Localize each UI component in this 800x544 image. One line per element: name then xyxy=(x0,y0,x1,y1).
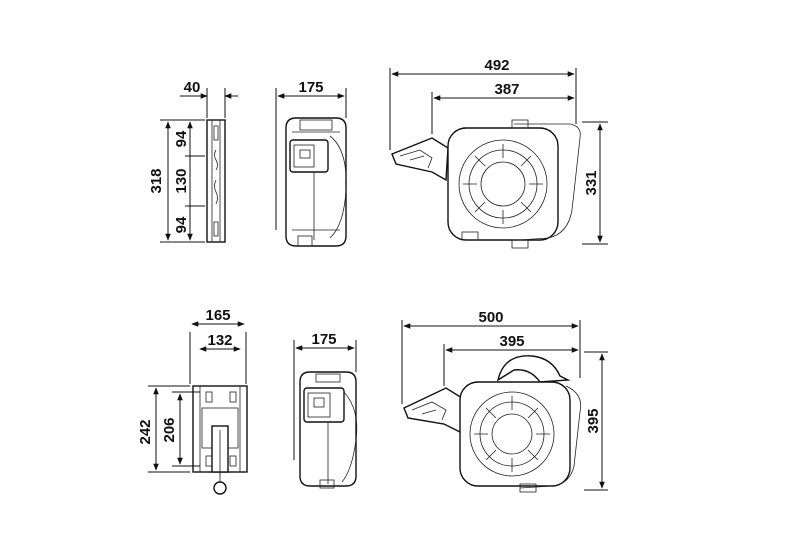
reel-side-view-top xyxy=(389,68,608,249)
dimension-94-top: 94 xyxy=(173,130,190,147)
dimension-132: 132 xyxy=(207,332,232,349)
dimension-242: 242 xyxy=(137,419,154,444)
bracket-front-view-bottom xyxy=(148,332,248,495)
reel-front-view-bottom xyxy=(293,340,358,489)
dimension-387: 387 xyxy=(494,81,519,98)
dimension-318: 318 xyxy=(148,168,165,193)
dimension-206: 206 xyxy=(161,417,178,442)
dimension-40: 40 xyxy=(184,79,201,96)
dimension-94-bottom: 94 xyxy=(173,216,190,233)
dimension-331: 331 xyxy=(583,170,600,195)
dimension-175-bottom: 175 xyxy=(311,331,336,348)
reel-front-view-top xyxy=(275,88,347,247)
dimension-130: 130 xyxy=(173,168,190,193)
dimension-500: 500 xyxy=(478,309,503,326)
dimension-492: 492 xyxy=(484,57,509,74)
dimension-395-horizontal: 395 xyxy=(499,333,524,350)
reel-side-view-bottom xyxy=(401,320,608,493)
dimension-165: 165 xyxy=(205,307,230,324)
dimension-395-vertical: 395 xyxy=(585,408,602,433)
dimension-175-top: 175 xyxy=(298,79,323,96)
bracket-side-view-top xyxy=(160,88,226,243)
